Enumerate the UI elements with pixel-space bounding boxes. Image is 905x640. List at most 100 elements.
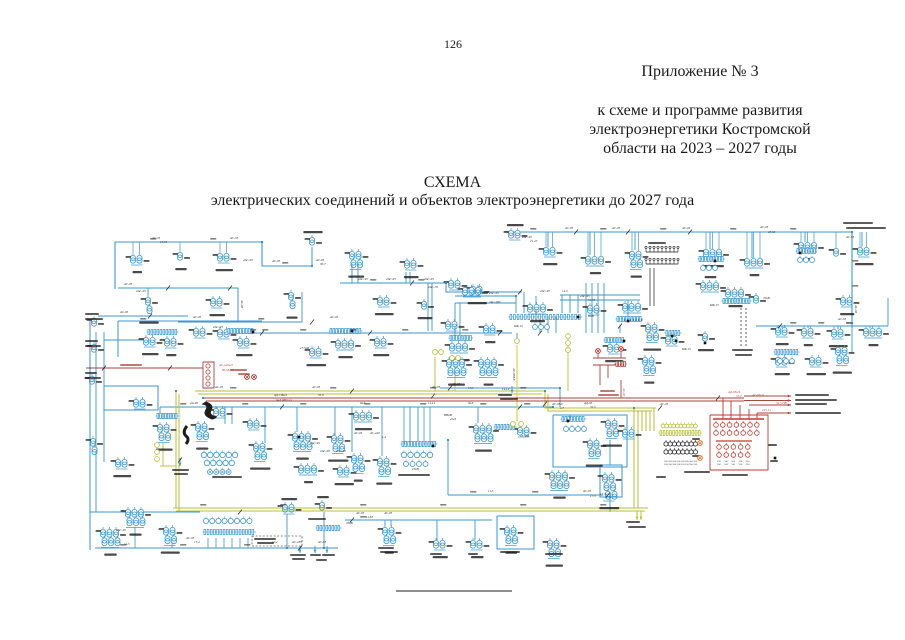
generator-row-part — [246, 518, 253, 525]
switch-slash — [447, 385, 453, 391]
substation-symbol-part — [523, 429, 530, 436]
busbar-part — [150, 329, 154, 335]
substation-symbol — [441, 357, 472, 386]
rating-label: 550 — [685, 460, 689, 463]
substation-symbol-part — [201, 425, 208, 432]
busbar-part — [715, 256, 718, 262]
node-square — [297, 435, 301, 439]
substation-symbol-part — [108, 540, 115, 547]
substation-symbol-part — [306, 364, 327, 367]
substation-symbol-part — [476, 542, 483, 549]
busbar-part — [416, 441, 419, 447]
substation-symbol — [624, 232, 649, 278]
substation-symbol-part — [346, 456, 352, 458]
tick-mark — [350, 329, 357, 331]
arrow-head — [787, 411, 791, 415]
tick-mark — [430, 387, 437, 389]
substation-symbol — [344, 249, 369, 278]
substation-symbol — [796, 326, 821, 347]
substation-symbol-part — [253, 422, 260, 429]
busbar-part — [665, 330, 669, 336]
tick-mark — [852, 285, 859, 287]
code-label: АС-95 — [383, 511, 393, 515]
busbar-part — [419, 441, 422, 447]
busbar-part — [248, 529, 251, 535]
substation-symbol-part — [637, 358, 643, 360]
page-number: 126 — [444, 37, 462, 51]
substation-symbol-part — [593, 307, 600, 314]
code-label: НВкВ — [443, 413, 452, 417]
substation-symbol-part — [144, 299, 151, 306]
substation-symbol-part — [602, 444, 623, 447]
substation-symbol-part — [624, 252, 630, 254]
substation-symbol-part — [170, 340, 177, 347]
substation-symbol-part — [503, 529, 510, 536]
substation-symbol-part — [473, 360, 479, 362]
busbar — [155, 413, 179, 419]
substation-symbol — [372, 456, 397, 485]
generator-row — [713, 420, 760, 428]
diagram-arrows — [178, 386, 791, 553]
substation-symbol-part — [334, 342, 341, 349]
substation-symbol-part — [569, 477, 575, 479]
substation-symbol-part — [137, 511, 144, 518]
substation-symbol-part — [474, 289, 481, 296]
substation-symbol-part — [563, 483, 570, 490]
substation-symbol-part — [774, 373, 790, 376]
substation-symbol-part — [306, 444, 313, 451]
tick-mark — [360, 504, 367, 506]
busbar-part — [567, 314, 570, 320]
substation-symbol-part — [95, 530, 101, 532]
switch-slash — [177, 457, 183, 463]
busbar-part — [497, 424, 501, 430]
substation-symbol — [582, 303, 607, 316]
generator-column-part — [154, 456, 160, 462]
substation-symbol-part — [162, 529, 169, 536]
substation-symbol-part — [354, 428, 373, 431]
generator-row-part — [207, 451, 214, 459]
name-mark — [174, 473, 188, 475]
code-label: АС-35 — [185, 536, 195, 540]
generator-row-part — [581, 426, 587, 432]
switch-comb-part — [648, 257, 652, 261]
substation-symbol-part — [831, 331, 838, 338]
generator-row-part — [227, 518, 234, 525]
substation-symbol-part — [332, 468, 338, 470]
generator-row-part — [538, 324, 544, 330]
substation-symbol-part — [283, 293, 289, 295]
generator-row — [797, 255, 815, 263]
generator-row-part — [712, 265, 718, 271]
substation-symbol-part — [403, 276, 419, 279]
busbar-part — [335, 328, 338, 334]
busbar-part — [560, 314, 563, 320]
substation-symbol — [84, 374, 102, 385]
substation-symbol — [830, 345, 855, 374]
generator-row-part — [713, 430, 719, 436]
tick-mark — [210, 238, 217, 240]
substation-symbol-part — [720, 287, 726, 289]
tick-mark — [250, 329, 257, 331]
diagram-stations — [84, 224, 889, 567]
busbar-part — [722, 298, 726, 304]
substation-symbol-part — [326, 507, 332, 509]
busbar-part — [458, 335, 461, 341]
substation-symbol-part — [172, 253, 178, 255]
node-dot — [632, 406, 636, 410]
substation-symbol-part — [603, 485, 610, 492]
generator-row-part — [403, 461, 409, 467]
substation-symbol-part — [781, 329, 788, 336]
generator-row-part — [671, 441, 677, 447]
substation-symbol-part — [852, 248, 858, 250]
substation-symbol-part — [587, 307, 594, 314]
tick-mark — [262, 329, 269, 331]
name-mark — [468, 553, 478, 555]
substation-symbol-part — [479, 427, 486, 434]
substation-symbol-part — [704, 276, 717, 279]
code-label: АС-95Л — [551, 402, 563, 406]
substation-symbol-part — [98, 323, 104, 325]
generator-row-part — [706, 265, 712, 271]
substation-symbol-part — [760, 300, 766, 302]
busbar-part — [694, 430, 698, 436]
substation-symbol-part — [695, 283, 701, 285]
line-part — [202, 361, 215, 389]
